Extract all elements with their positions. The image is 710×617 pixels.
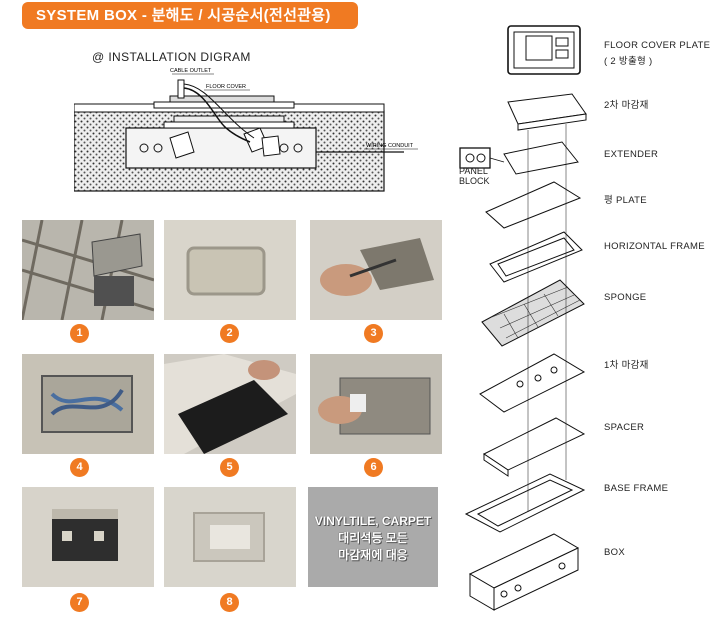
- page-title: SYSTEM BOX - 분해도 / 시공순서(전선관용): [22, 2, 358, 29]
- step-photo-2-illustration: [186, 246, 266, 296]
- step-photo-5: [164, 354, 296, 454]
- step-photo-8: [164, 487, 296, 587]
- part-label-base-frame: BASE FRAME: [604, 483, 669, 494]
- step-badge-5: 5: [220, 458, 239, 477]
- panel-label-line-2: BLOCK: [459, 176, 490, 186]
- step-badge-6: 6: [364, 458, 383, 477]
- step-photo-6-illustration: [318, 377, 431, 435]
- step-photo-1: [22, 220, 154, 320]
- part-label-horizontal-frame: HORIZONTAL FRAME: [604, 241, 705, 252]
- step-badge-7: 7: [70, 593, 89, 612]
- part-label-spacer: SPACER: [604, 422, 645, 433]
- step-badge-1: 1: [70, 324, 89, 343]
- step-badge-4: 4: [70, 458, 89, 477]
- step-photo-1-illustration: [22, 220, 154, 320]
- step-photo-7-illustration: [52, 509, 118, 561]
- panel-label-line-1: PANEL: [459, 166, 488, 176]
- part-label-extender: EXTENDER: [604, 149, 659, 160]
- step-photo-8-illustration: [193, 512, 265, 562]
- caption-line-1: VINYLTILE, CARPET: [314, 514, 432, 528]
- caption-line-2: 대리석등 모든: [338, 531, 408, 545]
- diagram-title: @ INSTALLATION DIGRAM: [92, 50, 251, 64]
- step-badge-2: 2: [220, 324, 239, 343]
- step-photo-7: [22, 487, 154, 587]
- step-photo-3-illustration: [320, 238, 434, 296]
- step-photo-2: [164, 220, 296, 320]
- exploded-view: [459, 25, 587, 611]
- step-photo-4-illustration: [41, 375, 133, 433]
- floor-cover-label: FLOOR COVER: [206, 84, 246, 90]
- part-label-sponge: SPONGE: [604, 292, 647, 303]
- part-label-plate: 평 PLATE: [604, 195, 647, 206]
- step-badge-3: 3: [364, 324, 383, 343]
- cable-outlet-label: CABLE OUTLET: [170, 68, 212, 74]
- part-label-primary-finish: 1차 마감재: [604, 360, 649, 371]
- caption-line-3: 마감재에 대응: [338, 548, 408, 562]
- part-label-secondary-finish: 2차 마감재: [604, 100, 649, 111]
- step-photo-4: [22, 354, 154, 454]
- installation-diagram: CABLE OUTLET FLOOR COVER WIRING CONDUIT: [74, 68, 418, 192]
- part-label-floor-cover-plate: FLOOR COVER PLATE: [604, 40, 710, 51]
- step-photo-6: [310, 354, 442, 454]
- part-label-outlet-type: ( 2 방출형 ): [604, 56, 653, 67]
- wiring-conduit-label: WIRING CONDUIT: [366, 143, 414, 149]
- step-photo-3: [310, 220, 442, 320]
- part-label-box: BOX: [604, 547, 625, 558]
- step-badge-8: 8: [220, 593, 239, 612]
- panel-block-label: PANEL BLOCK: [459, 166, 490, 186]
- finish-caption-box: VINYLTILE, CARPET 대리석등 모든 마감재에 대응: [308, 487, 438, 587]
- step-photo-5-illustration: [164, 354, 296, 454]
